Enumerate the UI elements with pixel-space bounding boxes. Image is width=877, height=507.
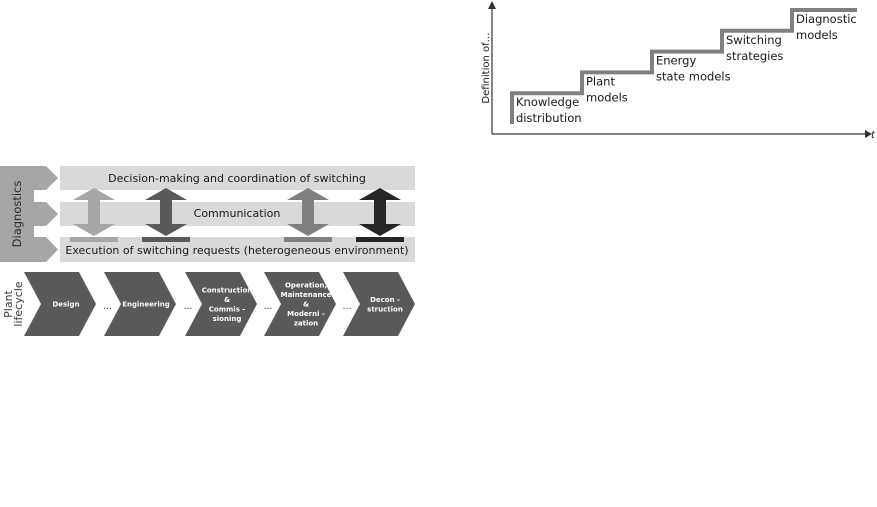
staircase-chart: t Definition of… Knowledge distribution Pl… (481, 1, 876, 141)
lifecycle-separator-dots: … (184, 302, 193, 312)
double-arrow-icon (287, 188, 329, 236)
layer-band-execution (60, 237, 415, 262)
lifecycle-phase-label: Operation, (285, 282, 327, 290)
lifecycle-separator-dots: … (103, 302, 112, 312)
layer-label-decision: Decision-making and coordination of swit… (108, 172, 366, 185)
arrow-base-bar (356, 237, 404, 242)
step-label: strategies (726, 49, 783, 63)
lifecycle-phase-label: Maintenance (281, 291, 332, 299)
arrow-base-bar (70, 237, 118, 242)
layer-band-communication (60, 202, 415, 226)
double-arrow-icon (73, 188, 115, 236)
lifecycle-phase-chevron (343, 272, 415, 336)
diagnostics-panel: Diagnostics Decision-making and coordina… (0, 166, 415, 262)
arrow-base-bar (142, 237, 190, 242)
lifecycle-separator-dots: … (264, 302, 273, 312)
lifecycle-phase-label: zation (294, 320, 318, 328)
lifecycle-phase-chevron (185, 272, 257, 336)
double-arrow-icon (145, 188, 187, 236)
step-label: models (586, 90, 628, 104)
lifecycle-label-line1: Plant (2, 289, 15, 317)
layer-label-communication: Communication (194, 207, 281, 220)
step-label: Knowledge (516, 95, 579, 109)
lifecycle-label-line2: lifecycle (12, 281, 25, 326)
lifecycle-phase-chevron (24, 272, 96, 336)
step-label: Energy (656, 54, 696, 68)
lifecycle-phase-label: Moderni - (287, 310, 325, 318)
layer-band-decision (60, 166, 415, 190)
lifecycle-phase-label: struction (367, 305, 403, 313)
step-label: models (796, 28, 838, 42)
lifecycle-phase-label: Decon - (370, 296, 400, 304)
step-label: distribution (516, 111, 582, 125)
lifecycle-phase-label: & (303, 301, 309, 309)
lifecycle-phase-label: Design (52, 301, 79, 309)
arrow-base-bar (284, 237, 332, 242)
lifecycle-phase-label: & (224, 296, 230, 304)
lifecycle-phase-chevron (264, 272, 336, 336)
plant-lifecycle: Plant lifecycle Design … Engineering … Const… (2, 272, 415, 336)
lifecycle-phase-chevron (104, 272, 176, 336)
lifecycle-phase-label: Engineering (122, 301, 170, 309)
step-label: Plant (586, 74, 615, 88)
lifecycle-phase-label: Construction (202, 286, 253, 294)
x-axis-label: t (871, 130, 876, 141)
diagnostics-bracket (0, 166, 58, 262)
lifecycle-phase-label: Commis - (209, 305, 246, 313)
diagnostics-label: Diagnostics (10, 181, 24, 248)
step-label: Diagnostic (796, 12, 857, 26)
lifecycle-separator-dots: … (343, 302, 352, 312)
step-label: state models (656, 70, 731, 84)
lifecycle-phase-label: sioning (213, 315, 242, 323)
x-axis-arrow-icon (865, 130, 872, 138)
step-line (510, 8, 857, 124)
step-label: Switching (726, 33, 782, 47)
y-axis-label: Definition of… (481, 32, 492, 103)
layer-label-execution: Execution of switching requests (heterog… (65, 244, 408, 257)
double-arrow-icon (359, 188, 401, 236)
y-axis-arrow-icon (488, 1, 496, 9)
